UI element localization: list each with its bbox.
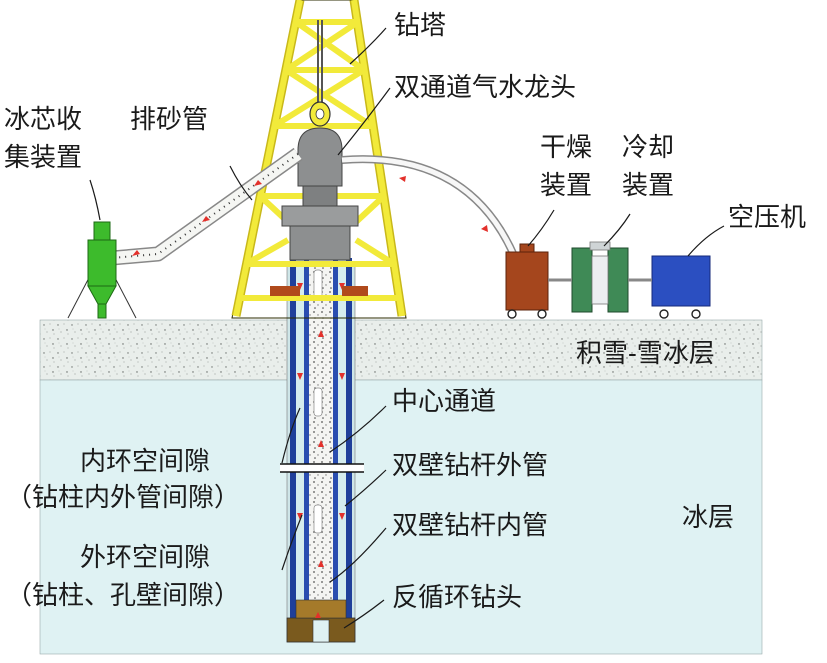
label-cooler-line1: 冷却 xyxy=(622,133,674,163)
sand-discharge-pipe xyxy=(111,147,303,266)
snow-layer xyxy=(39,319,763,381)
label-inner-annulus-line1: 内环空间隙 xyxy=(80,447,210,477)
label-outer-tube: 双壁钻杆外管 xyxy=(392,451,548,481)
air-compressor xyxy=(651,255,711,319)
cooler-unit xyxy=(571,241,629,313)
label-inner-annulus-line2: （钻柱内外管间隙） xyxy=(6,483,240,513)
label-drill-tower: 钻塔 xyxy=(394,11,446,41)
ice-layer xyxy=(39,379,763,655)
outer-pipe-right-wall xyxy=(346,258,352,630)
inner-pipe-left-wall xyxy=(304,258,309,630)
label-ice-layer: 冰层 xyxy=(682,503,734,533)
ice-core-collector xyxy=(67,221,137,319)
label-inner-tube: 双壁钻杆内管 xyxy=(392,511,548,541)
label-compressor: 空压机 xyxy=(728,203,806,233)
leader-lines xyxy=(89,27,725,629)
label-sand-pipe: 排砂管 xyxy=(130,105,208,135)
label-dryer-line1: 干燥 xyxy=(540,133,592,163)
labels: 钻塔 双通道气水龙头 排砂管 冰芯收 集装置 干燥 装置 冷却 装置 空压机 积… xyxy=(4,11,806,613)
inner-pipe-right-wall xyxy=(333,258,338,630)
label-swivel: 双通道气水龙头 xyxy=(394,73,576,103)
label-outer-annulus-line2: （钻柱、孔壁间隙） xyxy=(6,581,240,611)
label-core-collector-line2: 集装置 xyxy=(4,143,82,173)
label-core-collector-line1: 冰芯收 xyxy=(4,105,82,135)
label-cooler-line2: 装置 xyxy=(622,171,674,201)
label-dryer-line2: 装置 xyxy=(540,171,592,201)
label-drill-bit: 反循环钻头 xyxy=(392,583,522,613)
label-snow-layer: 积雪-雪冰层 xyxy=(576,339,715,369)
swivel xyxy=(281,101,359,261)
label-outer-annulus-line1: 外环空间隙 xyxy=(80,543,210,573)
label-center-channel: 中心通道 xyxy=(392,387,496,417)
outer-pipe-left-wall xyxy=(290,258,296,630)
dryer-unit xyxy=(505,243,549,319)
air-hose xyxy=(341,155,520,262)
drill-string xyxy=(280,258,364,643)
